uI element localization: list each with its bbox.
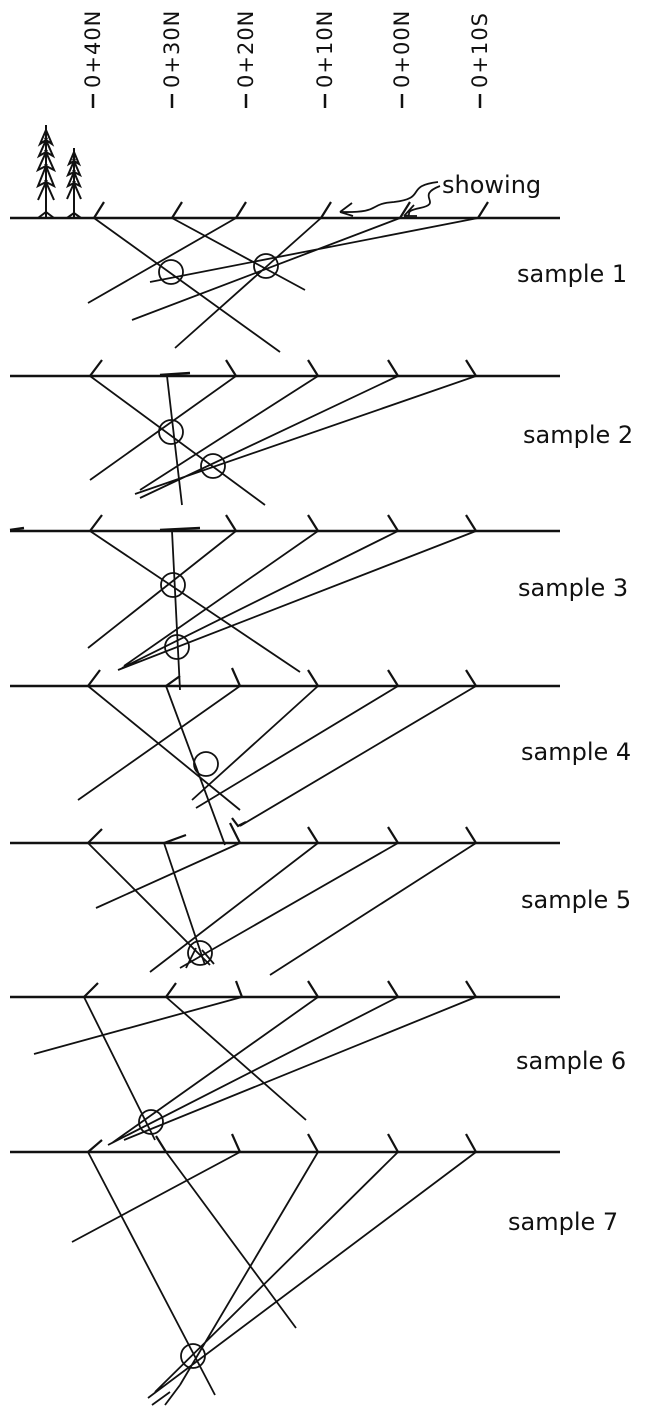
sample-3-profile: [9, 514, 560, 691]
ray-lines: [77, 685, 477, 846]
station-ticks: [87, 822, 477, 845]
station-label-0+40N: 0+40N: [81, 10, 105, 88]
station-label-0+30N: 0+30N: [160, 10, 184, 88]
station-label-0+10N: 0+10N: [313, 10, 337, 88]
intersection-circle: [253, 253, 279, 279]
station-ticks: [83, 980, 477, 998]
showing-label: showing: [442, 171, 541, 199]
intersection-circle: [158, 419, 184, 445]
sample-label-2: sample 2: [523, 421, 633, 449]
intersection-circle: [180, 1343, 206, 1369]
ray-lines: [87, 217, 479, 353]
arrow-icon: [339, 181, 439, 213]
station-labels: 0+40N 0+30N 0+20N 0+10N 0+00N 0+10S: [81, 10, 492, 108]
station-ticks: [87, 1133, 477, 1153]
station-ticks: [89, 359, 477, 377]
station-ticks: [93, 201, 489, 219]
intersection-circle: [138, 1109, 164, 1135]
intersection-circle: [164, 634, 190, 660]
station-ticks: [89, 514, 477, 532]
showing-annotation: showing: [339, 171, 541, 217]
ray-lines: [33, 996, 477, 1146]
station-label-0+20N: 0+20N: [234, 10, 258, 88]
intersection-circle: [193, 751, 219, 777]
sample-label-6: sample 6: [516, 1047, 626, 1075]
intersection-circle: [200, 453, 226, 479]
sample-1-profile: [10, 201, 560, 353]
sample-6-profile: [10, 980, 560, 1146]
station-label-0+00N: 0+00N: [390, 10, 414, 88]
sample-label-1: sample 1: [517, 260, 627, 288]
sample-7-profile: [10, 1133, 560, 1406]
sample-label-4: sample 4: [521, 738, 631, 766]
station-label-0+10S: 0+10S: [468, 12, 492, 88]
intersection-circle: [160, 572, 186, 598]
sample-labels: sample 1 sample 2 sample 3 sample 4 samp…: [508, 260, 633, 1236]
intersection-circle: [187, 940, 213, 966]
sample-label-3: sample 3: [518, 574, 628, 602]
tree-icon: [35, 125, 82, 219]
ray-lines: [87, 530, 477, 691]
sample-label-7: sample 7: [508, 1208, 618, 1236]
sample-4-profile: [10, 667, 560, 846]
station-ticks: [87, 667, 477, 687]
ray-lines: [89, 375, 477, 506]
ray-lines: [71, 1151, 477, 1399]
ray-lines: [87, 842, 477, 976]
sample-2-profile: [10, 359, 560, 506]
sample-label-5: sample 5: [521, 886, 631, 914]
arrow-icon: [403, 185, 441, 217]
intersection-circle: [158, 259, 184, 285]
sample-5-profile: [10, 822, 560, 976]
